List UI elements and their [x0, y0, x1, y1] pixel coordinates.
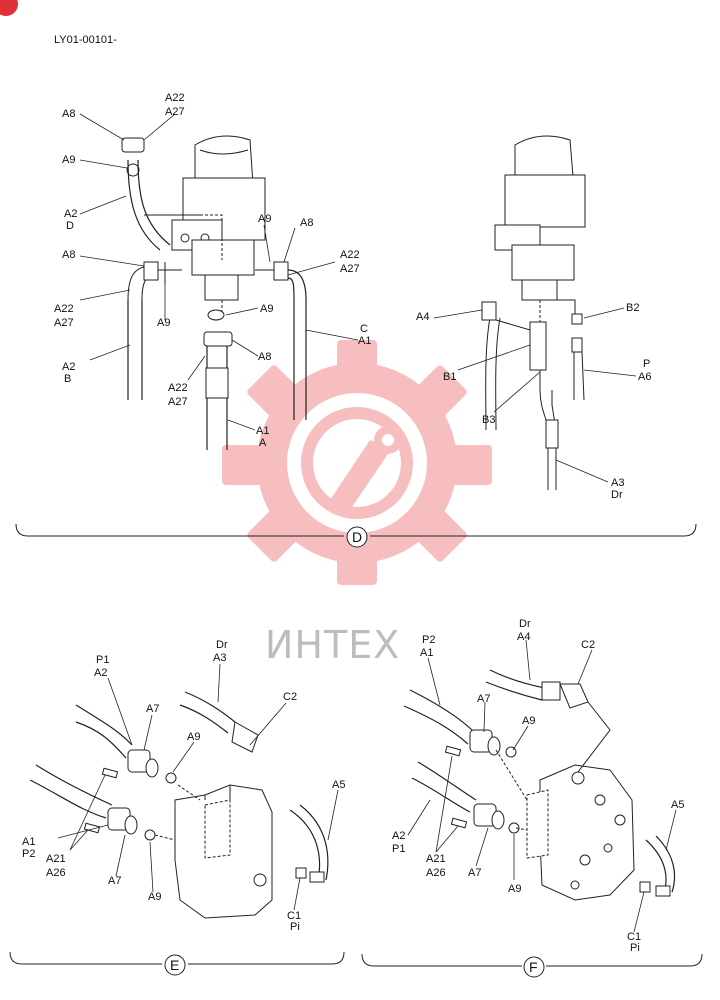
section-f-letter: F: [529, 959, 538, 975]
label-a9-right: A9: [258, 213, 271, 225]
label-f-a7-top: A7: [477, 693, 490, 705]
label-e-a7-top: A7: [146, 703, 159, 715]
label-c: C: [360, 323, 368, 335]
label-e-a2: A2: [94, 667, 107, 679]
section-d-drawing: [121, 135, 307, 450]
section-f-brace: [361, 953, 703, 967]
label-a4: A4: [416, 311, 429, 323]
section-e-brace: [9, 951, 345, 965]
label-f-p2: P2: [422, 634, 435, 646]
section-e-letter: E: [170, 957, 179, 973]
section-d-right-drawing: [481, 135, 586, 490]
section-d-brace: [15, 523, 697, 537]
label-a22-bottom: A22: [168, 382, 188, 394]
label-f-a21: A21: [426, 853, 446, 865]
label-a9-mid: A9: [260, 303, 273, 315]
section-e-marker: [164, 954, 186, 976]
label-f-a1: A1: [420, 647, 433, 659]
label-e-pi: Pi: [290, 921, 300, 933]
watermark-text: ИНТЕХ: [265, 623, 400, 667]
section-d-labels: A8 A22 A27 A9 A2 D A9 A8 A22 A27 A8 A22 …: [54, 92, 651, 501]
label-e-a5: A5: [332, 779, 345, 791]
label-b3: B3: [482, 414, 495, 426]
label-f-pi: Pi: [630, 942, 640, 954]
label-f-a26: A26: [426, 867, 446, 879]
label-a1-c: A1: [358, 335, 371, 347]
label-e-a9-top: A9: [187, 731, 200, 743]
section-f-leaders: [407, 639, 677, 933]
label-a9-left: A9: [157, 317, 170, 329]
label-a8-left: A8: [62, 249, 75, 261]
label-a22-right: A22: [340, 249, 360, 261]
label-e-c2: C2: [283, 691, 297, 703]
section-d-leaders: [79, 113, 637, 483]
section-f-marker: [523, 956, 545, 978]
corner-badge: [0, 0, 18, 16]
label-a9-top: A9: [62, 154, 75, 166]
document-code: LY01-00101-: [54, 34, 117, 46]
label-a22-left: A22: [54, 303, 74, 315]
label-a27-right: A27: [340, 263, 360, 275]
label-e-p2: P2: [22, 848, 35, 860]
label-e-c1: C1: [287, 910, 301, 922]
label-b: B: [64, 373, 71, 385]
label-a2-d: A2: [64, 208, 77, 220]
label-a8-mid: A8: [258, 351, 271, 363]
label-a2-b: A2: [62, 361, 75, 373]
label-f-a2: A2: [392, 830, 405, 842]
label-a3: A3: [611, 477, 624, 489]
section-d-marker: [346, 526, 368, 548]
label-p: P: [643, 358, 650, 370]
label-d: D: [66, 220, 74, 232]
label-a6: A6: [638, 371, 651, 383]
section-e-drawing: [29, 691, 329, 919]
label-f-p1: P1: [392, 843, 405, 855]
label-e-a3: A3: [213, 652, 226, 664]
label-f-a9-bottom: A9: [508, 883, 521, 895]
label-f-a7-bottom: A7: [468, 867, 481, 879]
label-f-a4: A4: [517, 631, 530, 643]
label-e-a26: A26: [46, 867, 66, 879]
label-f-dr: Dr: [519, 618, 531, 630]
section-e-leaders: [57, 663, 339, 911]
label-a: A: [259, 437, 267, 449]
label-a1-a: A1: [256, 425, 269, 437]
label-e-a7-bottom: A7: [108, 875, 121, 887]
label-e-a21: A21: [46, 853, 66, 865]
section-f-labels: P2 A1 Dr A4 C2 A7 A9 A2 P1 A21 A26 A7 A9…: [392, 618, 684, 954]
label-a8-top: A8: [62, 108, 75, 120]
label-b1: B1: [443, 371, 456, 383]
label-e-a1: A1: [22, 836, 35, 848]
label-a27-left: A27: [54, 317, 74, 329]
label-b2: B2: [626, 302, 639, 314]
label-a27-bottom: A27: [168, 396, 188, 408]
watermark-gear-logo: [222, 340, 492, 585]
section-f-drawing: [403, 669, 676, 901]
label-f-a5: A5: [671, 799, 684, 811]
label-f-c2: C2: [581, 639, 595, 651]
section-d-letter: D: [352, 529, 362, 545]
label-f-c1: C1: [627, 931, 641, 943]
label-a8-right: A8: [300, 217, 313, 229]
label-a27-top: A27: [165, 106, 185, 118]
label-e-p1: P1: [96, 654, 109, 666]
label-e-a9-bottom: A9: [148, 891, 161, 903]
label-e-dr: Dr: [216, 639, 228, 651]
label-dr: Dr: [611, 489, 623, 501]
label-a22-top: A22: [165, 92, 185, 104]
label-f-a9-top: A9: [522, 715, 535, 727]
section-e-labels: P1 A2 Dr A3 C2 A7 A9 A5 A1 P2 A21 A26 A7…: [22, 639, 345, 933]
